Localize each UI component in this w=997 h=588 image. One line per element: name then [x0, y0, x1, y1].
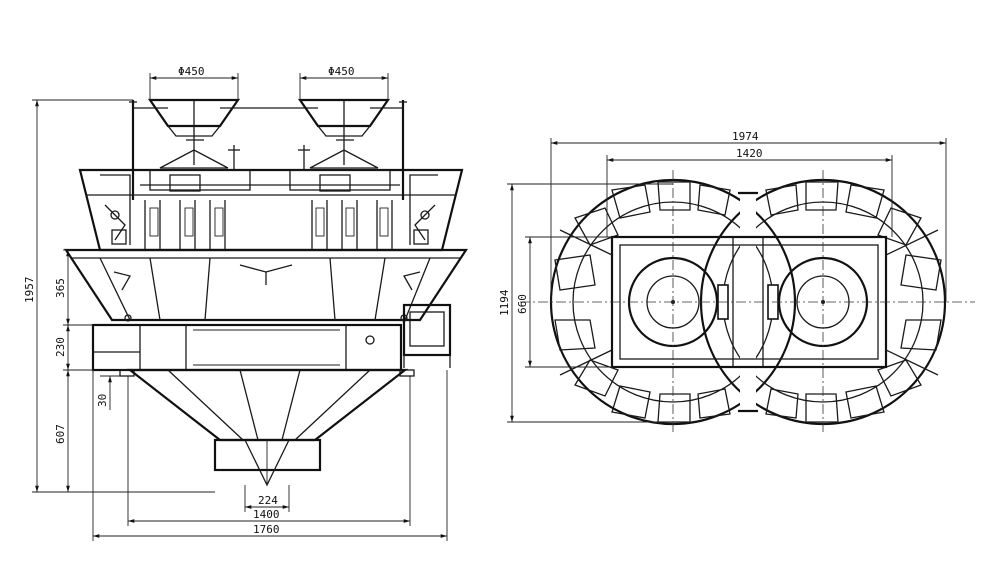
dim-label-hopper-left: Φ450 [178, 65, 205, 78]
dim-label-frame: 230 [54, 337, 67, 357]
dim-label-width: 1760 [253, 523, 280, 536]
top-cone-left [159, 139, 240, 170]
dim-label-inner-length: 1420 [736, 147, 763, 160]
dimension-hoppers: Φ450 Φ450 [149, 65, 389, 100]
collecting-ring [63, 248, 469, 322]
feed-hopper-right [297, 98, 391, 165]
dim-label-gap: 30 [96, 394, 109, 407]
dim-label-inner-width: 660 [516, 294, 529, 314]
discharge-hopper [126, 368, 409, 487]
dim-label-base: 1400 [253, 508, 280, 521]
buckets-right [765, 181, 942, 423]
upper-body [78, 168, 464, 252]
dim-label-upper: 365 [54, 278, 67, 298]
dimension-outlet: 224 [244, 485, 290, 512]
dim-label-overall-width: 1194 [498, 289, 511, 316]
chassis [91, 323, 415, 377]
dimension-inner-length: 1420 [606, 147, 893, 237]
buckets-left [554, 181, 731, 423]
dimension-inner-width: 660 [516, 236, 612, 368]
feed-hopper-left [147, 98, 241, 165]
dimension-height-total: 1957 [23, 99, 215, 493]
dimension-frame: 230 [54, 325, 93, 371]
dimension-lower: 607 [54, 370, 70, 492]
dim-label-outlet: 224 [258, 494, 278, 507]
front-view: 1957 365 230 607 30 Φ450 [23, 65, 469, 541]
dim-label-total-height: 1957 [23, 277, 36, 304]
dim-label-hopper-right: Φ450 [328, 65, 355, 78]
dimension-gap: 30 [96, 375, 120, 410]
center-lines [520, 170, 975, 435]
dimension-overall-length: 1974 [550, 130, 947, 302]
dim-label-lower: 607 [54, 424, 67, 444]
touch-screen [402, 303, 452, 368]
dimension-overall-width: 1194 [498, 183, 673, 423]
dimension-width: 1760 [92, 370, 448, 541]
top-frame [129, 100, 407, 200]
dim-label-overall-length: 1974 [732, 130, 759, 143]
top-view: 1974 1420 1194 660 [498, 130, 975, 435]
top-cone-right [298, 139, 379, 170]
dimension-base: 1400 [127, 376, 411, 526]
